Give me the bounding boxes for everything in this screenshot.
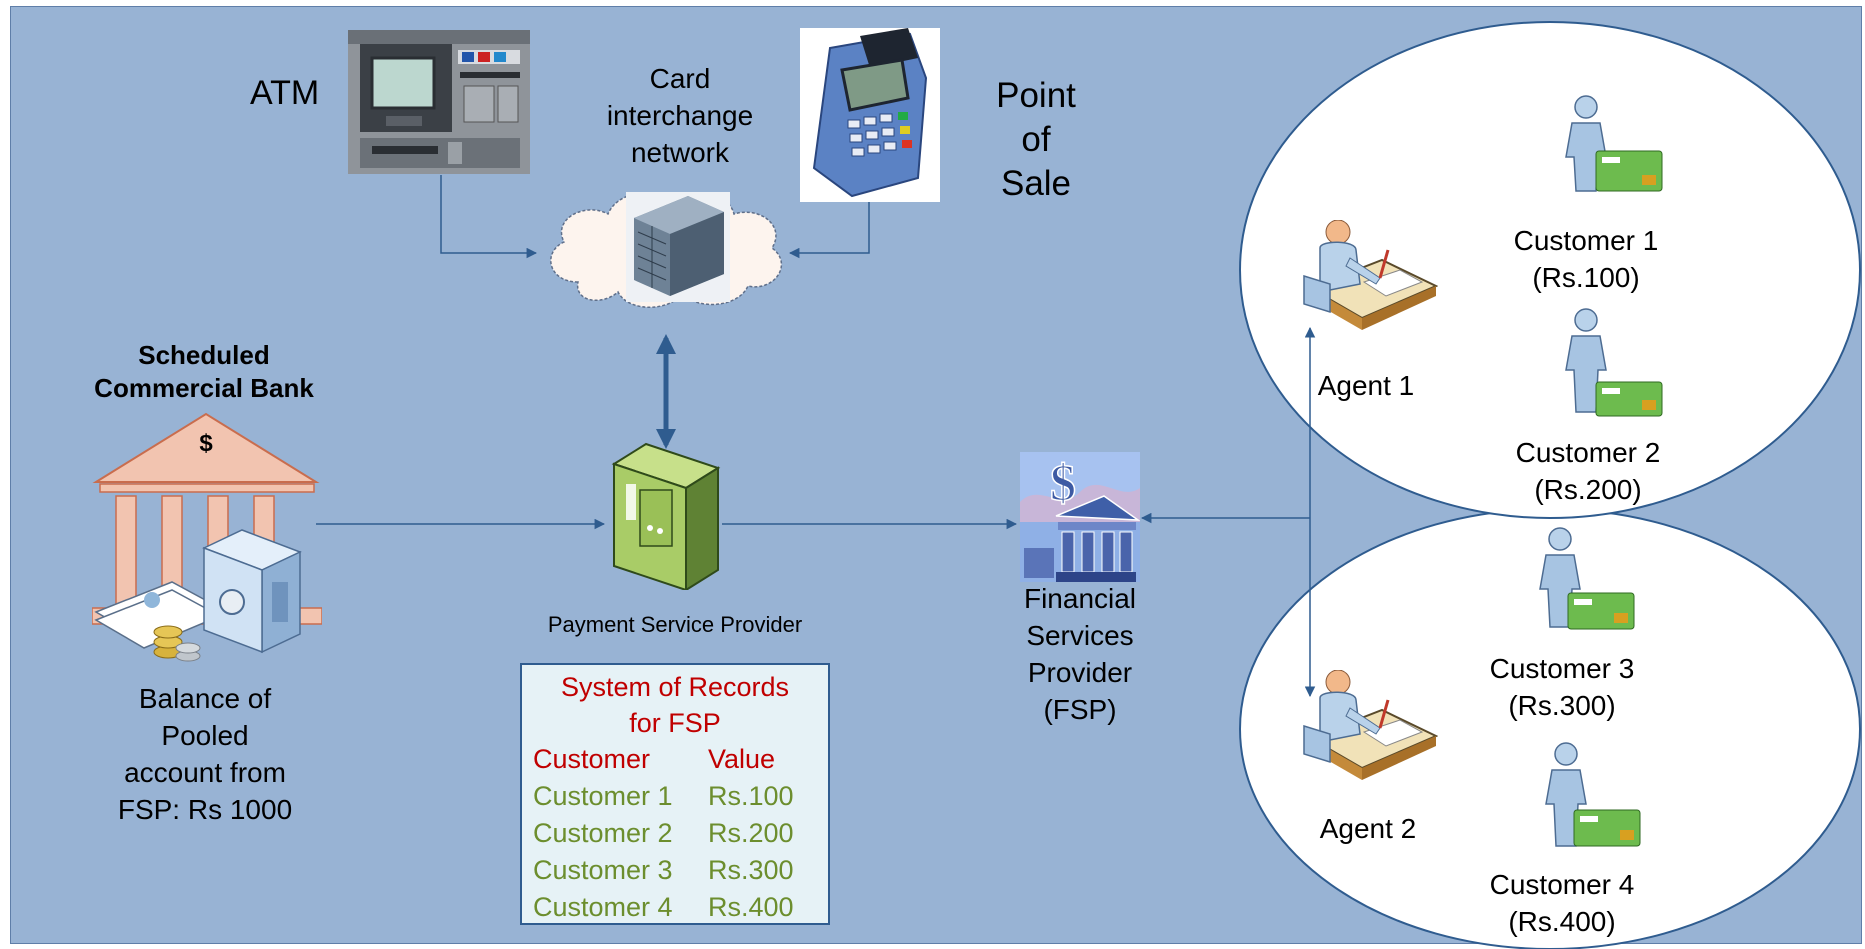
vault-building-icon [202,529,302,654]
pos-terminal-icon [800,28,940,202]
customer-3-label: Customer 3 (Rs.300) [1489,653,1635,721]
card-icon [1567,592,1635,630]
system-of-records-table: System of Records for FSP Customer Value… [520,663,830,925]
card-icon [1573,809,1641,847]
atm-machine-icon [348,30,530,174]
bank-title: Scheduled Commercial Bank [94,340,314,403]
psp-label: Payment Service Provider [547,612,803,637]
network-label: Card interchange network [606,63,754,168]
agent-1-label: Agent 1 [1317,370,1415,401]
psp-server-icon [611,442,721,590]
agent-2-label: Agent 2 [1319,813,1417,844]
agent-1-icon [1303,220,1438,330]
records-row: Customer 1 Rs.100 [533,781,794,811]
card-icon [1595,381,1663,417]
fsp-label: Financial Services Provider (FSP) [1023,583,1137,725]
bank-dollar-symbol: $ [199,430,213,457]
card-icon [1595,150,1663,192]
customer-2-label: Customer 2 (Rs.200) [1515,437,1661,505]
customer-1-icon [1565,95,1663,192]
server-rack-icon [634,196,724,296]
records-row: Customer 2 Rs.200 [533,818,794,848]
records-header-value: Value [708,744,776,774]
pos-to-network-connector [788,200,870,259]
customer-1-label: Customer 1 (Rs.100) [1513,225,1659,293]
coins-icon [153,625,201,662]
atm-label: ATM [250,74,320,112]
atm-to-network-connector [440,175,538,259]
customer-3-icon [1539,527,1635,630]
dollar-sign-icon: $ [1050,455,1076,512]
agent-1-group-ellipse [1239,21,1861,519]
network-cloud-icon [550,192,783,308]
customer-4-icon [1545,742,1641,847]
records-header-row: Customer Value [522,741,828,778]
records-row: Customer 4 Rs.400 [533,892,794,922]
records-row: Customer 3 Rs.300 [533,855,794,885]
fsp-institution-icon: $ [1020,452,1140,582]
records-header-customer: Customer [533,744,651,774]
agent-2-icon [1303,670,1438,780]
customer-2-icon [1565,308,1663,417]
records-title: System of Records for FSP [560,672,790,738]
documents-icon [94,581,222,649]
customer-4-label: Customer 4 (Rs.400) [1489,869,1635,937]
bank-building-icon [92,412,322,662]
pos-label: Point of Sale [996,76,1076,203]
bank-balance-label: Balance of Pooled account from FSP: Rs 1… [117,683,293,825]
